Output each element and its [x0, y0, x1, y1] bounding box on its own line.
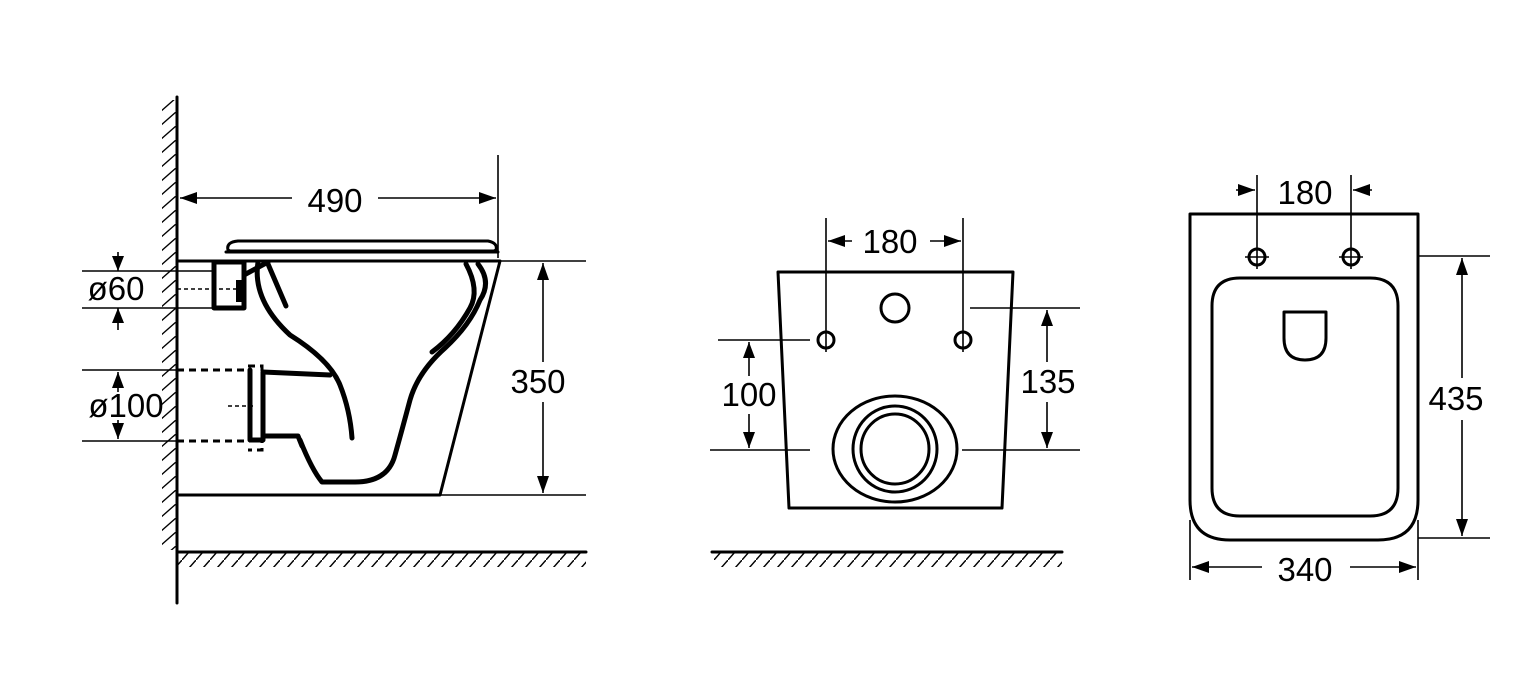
rear-outlet-height-label: 100	[721, 376, 776, 413]
top-view: 180 435 340	[1188, 174, 1490, 588]
outlet-opening	[831, 394, 959, 504]
outlet-diameter-label: ø100	[88, 387, 163, 424]
outlet-connector	[177, 364, 333, 452]
top-bolt-spacing-label: 180	[1277, 174, 1332, 211]
top-dim-length: 435	[1418, 255, 1490, 539]
bowl-inner	[254, 259, 355, 441]
top-dim-width: 340	[1189, 520, 1419, 588]
top-length-label: 435	[1428, 380, 1483, 417]
rear-inlet-height-label: 135	[1020, 363, 1075, 400]
bowl-trap	[297, 261, 488, 485]
top-bolt-left	[1245, 245, 1269, 269]
trap-rim	[429, 261, 477, 355]
rear-dim-inlet-height: 135	[962, 307, 1080, 451]
height-dimension-label: 350	[510, 363, 565, 400]
top-dim-bolt-spacing: 180	[1236, 174, 1372, 245]
dim-inlet-diameter: ø60	[82, 252, 214, 330]
seat-lid	[226, 239, 498, 253]
dim-height: 350	[440, 260, 586, 496]
inlet-hole	[879, 292, 911, 324]
side-view: 490 350 ø60	[82, 95, 588, 605]
bowl-outline	[175, 259, 502, 497]
rear-body-outline	[776, 270, 1015, 510]
inlet-diameter-label: ø60	[88, 270, 145, 307]
top-bowl-inner	[1210, 276, 1400, 518]
top-width-label: 340	[1277, 551, 1332, 588]
top-body-outline	[1188, 212, 1420, 542]
width-dimension-label: 490	[307, 182, 362, 219]
rear-floor-hatching	[710, 550, 1064, 567]
dim-outlet-diameter: ø100	[82, 369, 177, 442]
wall-hatching	[162, 95, 179, 605]
floor-hatching	[175, 550, 588, 567]
rear-bolt-spacing-label: 180	[862, 223, 917, 260]
top-drain-opening	[1282, 310, 1328, 362]
top-bolt-right	[1339, 245, 1363, 269]
dim-width: 490	[180, 155, 499, 258]
rear-dim-outlet-height: 100	[710, 339, 810, 451]
rear-view: 180 100 135	[710, 218, 1080, 567]
rear-dim-bolt-spacing: 180	[825, 218, 964, 352]
inlet-connector	[177, 259, 289, 311]
